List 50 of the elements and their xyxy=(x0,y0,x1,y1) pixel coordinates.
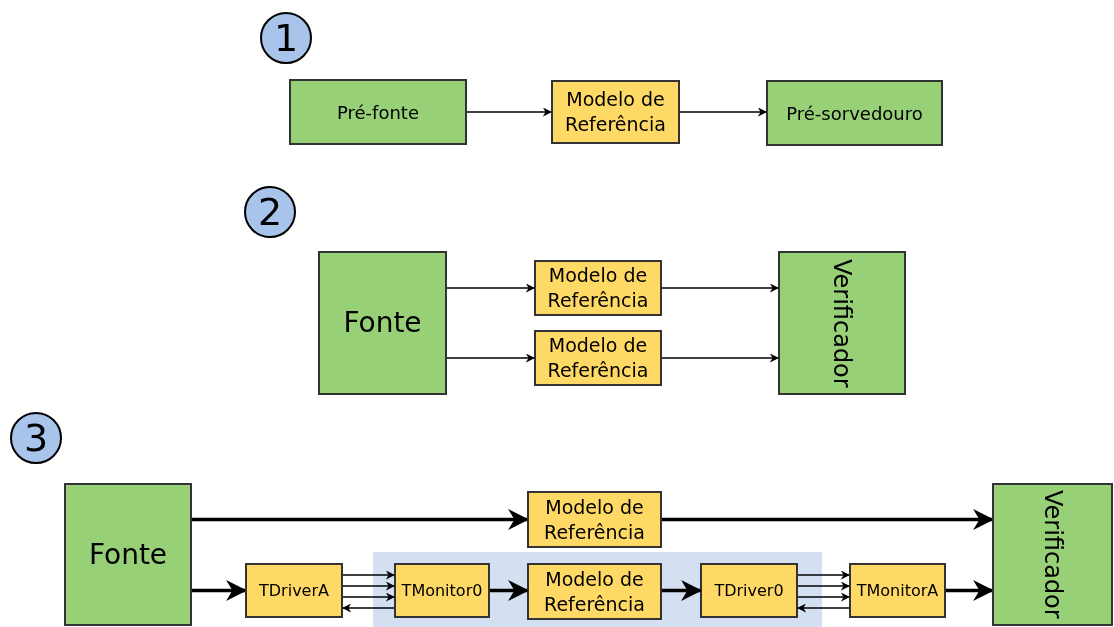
arrow xyxy=(797,603,850,613)
process-box xyxy=(527,491,662,548)
node-label: 2 xyxy=(256,193,284,231)
process-box xyxy=(992,483,1113,626)
node-label: Verificador xyxy=(827,258,857,388)
process-box xyxy=(394,563,490,618)
process-box xyxy=(551,80,680,144)
process-box xyxy=(64,483,192,626)
node-label: 3 xyxy=(22,419,50,457)
arrow xyxy=(661,353,779,363)
node-label: Modelo de Referência xyxy=(564,87,667,137)
arrow xyxy=(490,580,530,601)
node-label: Pré-fonte xyxy=(336,100,420,125)
node-label: Modelo de Referência xyxy=(546,333,650,383)
node-label: Verificador xyxy=(1037,490,1068,619)
node-label: TDriverA xyxy=(258,579,330,602)
node-label: TMonitorA xyxy=(855,579,940,602)
arrow xyxy=(342,592,395,602)
process-box xyxy=(849,563,946,618)
arrow xyxy=(342,570,395,580)
arrow xyxy=(661,283,779,293)
arrow xyxy=(342,581,395,591)
process-box xyxy=(534,330,662,386)
highlight-band xyxy=(373,552,822,627)
process-box xyxy=(318,251,447,395)
node-label: TMonitor0 xyxy=(400,579,484,602)
node-label: Fonte xyxy=(342,305,423,341)
node-label: Modelo de Referência xyxy=(543,494,646,545)
process-box xyxy=(245,563,343,618)
process-box xyxy=(778,251,906,395)
process-box xyxy=(289,79,467,145)
process-box xyxy=(527,563,662,620)
node-label: TDriver0 xyxy=(713,579,785,602)
node-label: Modelo de Referência xyxy=(546,263,650,313)
arrow xyxy=(797,592,850,602)
arrow xyxy=(446,353,535,363)
arrow xyxy=(679,107,767,117)
arrow xyxy=(342,603,395,613)
node-label: 1 xyxy=(272,19,300,57)
arrow xyxy=(466,107,552,117)
node-label: Pré-sorvedouro xyxy=(785,101,924,126)
node-label: Modelo de Referência xyxy=(543,566,646,617)
arrow xyxy=(797,581,850,591)
process-box xyxy=(534,260,662,316)
process-box xyxy=(766,80,943,146)
process-box xyxy=(700,563,798,618)
node-label: Fonte xyxy=(87,536,169,573)
arrow xyxy=(662,580,703,601)
arrow xyxy=(797,570,850,580)
arrow xyxy=(446,283,535,293)
